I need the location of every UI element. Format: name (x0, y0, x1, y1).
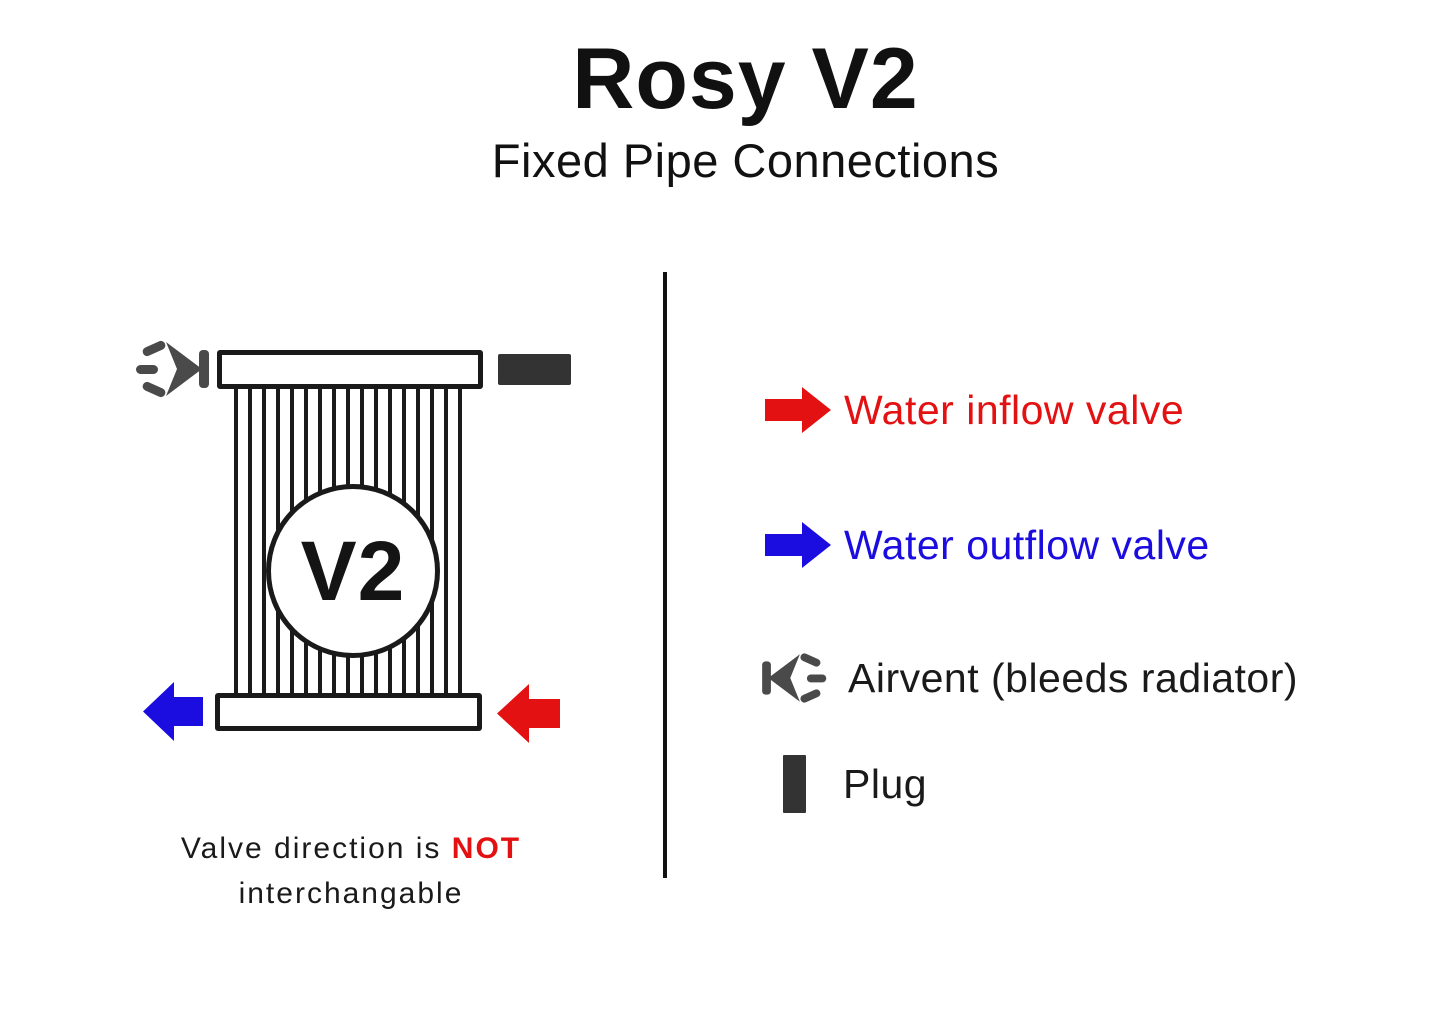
legend-label-outflow: Water outflow valve (844, 521, 1210, 568)
caption-highlight: NOT (451, 832, 522, 865)
radiator-bottom-bar (215, 693, 482, 731)
model-badge: V2 (266, 484, 440, 658)
blue-arrow-right-icon (765, 522, 831, 568)
red-arrow-left-icon (497, 684, 560, 743)
airvent-icon (762, 653, 827, 703)
caption: Valve direction is NOT interchangable (130, 826, 572, 916)
legend-label-airvent: Airvent (bleeds radiator) (848, 654, 1299, 701)
red-arrow-right-icon (765, 387, 831, 433)
radiator-top-bar (217, 350, 483, 389)
legend-item-plug: Plug (783, 754, 927, 814)
legend-item-airvent: Airvent (bleeds radiator) (756, 644, 1298, 712)
page-subtitle: Fixed Pipe Connections (491, 134, 1000, 188)
model-badge-label: V2 (300, 523, 406, 618)
legend-item-inflow: Water inflow valve (765, 387, 1184, 433)
plug-icon (498, 354, 571, 385)
legend-item-outflow: Water outflow valve (765, 522, 1210, 568)
caption-line2: interchangable (238, 877, 464, 910)
airvent-icon (136, 340, 209, 398)
legend-label-inflow: Water inflow valve (844, 386, 1185, 433)
blue-arrow-left-icon (143, 682, 203, 741)
page-title: Rosy V2 (572, 31, 919, 127)
divider-line (663, 272, 667, 878)
caption-prefix: Valve direction is (180, 832, 452, 865)
header: Rosy V2 Fixed Pipe Connections (46, 28, 1445, 188)
legend-label-plug: Plug (843, 760, 928, 807)
plug-icon (783, 755, 806, 813)
